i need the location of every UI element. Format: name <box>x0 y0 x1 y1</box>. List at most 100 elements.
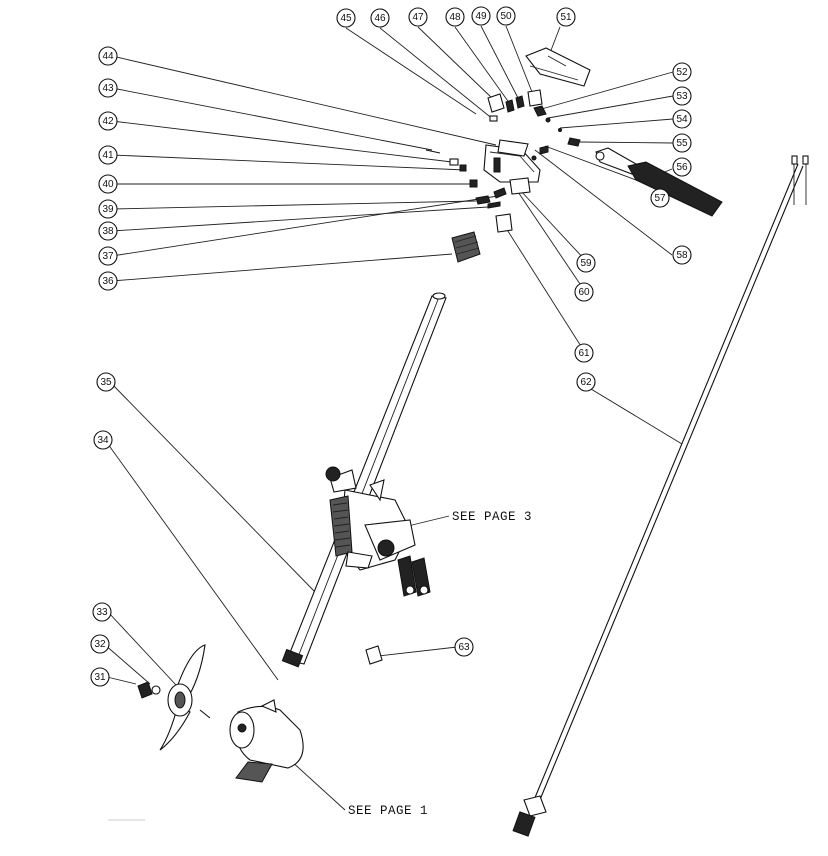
callout-circle <box>98 111 118 131</box>
callout-circle <box>672 133 692 153</box>
callout-circle <box>556 7 576 27</box>
callout-60: 60 <box>574 282 594 302</box>
callout-62: 62 <box>576 372 596 392</box>
callout-label: 63 <box>458 642 470 653</box>
propeller <box>137 644 211 751</box>
callout-52: 52 <box>672 62 692 82</box>
callout-36: 36 <box>98 271 118 291</box>
callout-label: 60 <box>578 287 590 298</box>
callout-44: 44 <box>98 46 118 66</box>
callout-33: 33 <box>92 602 112 622</box>
callout-label: 47 <box>412 12 424 23</box>
callout-circle <box>672 245 692 265</box>
note-see-page-1: SEE PAGE 1 <box>348 804 428 818</box>
callout-label: 62 <box>580 377 592 388</box>
callout-55: 55 <box>672 133 692 153</box>
callout-label: 46 <box>374 13 386 24</box>
callout-circle <box>98 46 118 66</box>
shaft-tube <box>281 292 447 668</box>
mount-bracket <box>325 466 431 597</box>
callout-circle <box>336 8 356 28</box>
callout-circle <box>576 253 596 273</box>
callout-label: 31 <box>94 672 106 683</box>
callout-circle <box>98 145 118 165</box>
callout-53: 53 <box>672 86 692 106</box>
callout-59: 59 <box>576 253 596 273</box>
callout-circle <box>98 271 118 291</box>
callout-circle <box>576 372 596 392</box>
callout-48: 48 <box>445 7 465 27</box>
callout-37: 37 <box>98 246 118 266</box>
leader-lines <box>103 25 683 811</box>
motor-housing <box>229 699 304 783</box>
callout-63: 63 <box>454 637 474 657</box>
callout-label: 58 <box>676 250 688 261</box>
callout-57: 57 <box>650 188 670 208</box>
callout-35: 35 <box>96 372 116 392</box>
callout-circle <box>672 86 692 106</box>
small-parts <box>425 89 581 263</box>
callout-61: 61 <box>574 343 594 363</box>
callout-label: 52 <box>676 67 688 78</box>
callout-label: 32 <box>94 639 106 650</box>
callout-label: 37 <box>102 251 114 262</box>
callout-38: 38 <box>98 221 118 241</box>
note-see-page-3: SEE PAGE 3 <box>452 510 532 524</box>
callout-56: 56 <box>672 157 692 177</box>
callout-42: 42 <box>98 111 118 131</box>
callout-45: 45 <box>336 8 356 28</box>
callout-circle <box>96 372 116 392</box>
callout-label: 51 <box>560 12 572 23</box>
callout-label: 48 <box>449 12 461 23</box>
callout-circle <box>574 343 594 363</box>
callout-label: 38 <box>102 226 114 237</box>
callout-label: 43 <box>102 83 114 94</box>
callout-label: 35 <box>100 377 112 388</box>
callout-circle <box>90 634 110 654</box>
callout-circle <box>98 199 118 219</box>
callout-label: 50 <box>500 11 512 22</box>
callout-circle <box>471 6 491 26</box>
callout-58: 58 <box>672 245 692 265</box>
small-block-63 <box>365 645 383 665</box>
callout-circle <box>93 430 113 450</box>
callout-label: 55 <box>676 138 688 149</box>
callout-46: 46 <box>370 8 390 28</box>
callout-34: 34 <box>93 430 113 450</box>
callout-label: 49 <box>475 11 487 22</box>
callout-label: 45 <box>340 13 352 24</box>
callout-39: 39 <box>98 199 118 219</box>
callout-circle <box>98 246 118 266</box>
callout-51: 51 <box>556 7 576 27</box>
callout-43: 43 <box>98 78 118 98</box>
power-cable <box>512 155 809 837</box>
callout-circle <box>370 8 390 28</box>
callout-label: 59 <box>580 258 592 269</box>
callout-32: 32 <box>90 634 110 654</box>
callout-circle <box>672 62 692 82</box>
callout-label: 44 <box>102 51 114 62</box>
callout-circle <box>90 667 110 687</box>
head-housing <box>483 139 541 183</box>
callout-label: 33 <box>96 607 108 618</box>
callout-circle <box>672 157 692 177</box>
callout-circle <box>496 6 516 26</box>
callout-47: 47 <box>408 7 428 27</box>
callout-circle <box>98 78 118 98</box>
callout-50: 50 <box>496 6 516 26</box>
callout-circle <box>408 7 428 27</box>
callout-circle <box>445 7 465 27</box>
callout-41: 41 <box>98 145 118 165</box>
callout-label: 61 <box>578 348 590 359</box>
callout-label: 53 <box>676 91 688 102</box>
callout-circle <box>672 109 692 129</box>
callout-label: 36 <box>102 276 114 287</box>
callout-label: 41 <box>102 150 114 161</box>
callout-circle <box>574 282 594 302</box>
callout-circle <box>98 174 118 194</box>
callout-54: 54 <box>672 109 692 129</box>
callout-label: 54 <box>676 114 688 125</box>
